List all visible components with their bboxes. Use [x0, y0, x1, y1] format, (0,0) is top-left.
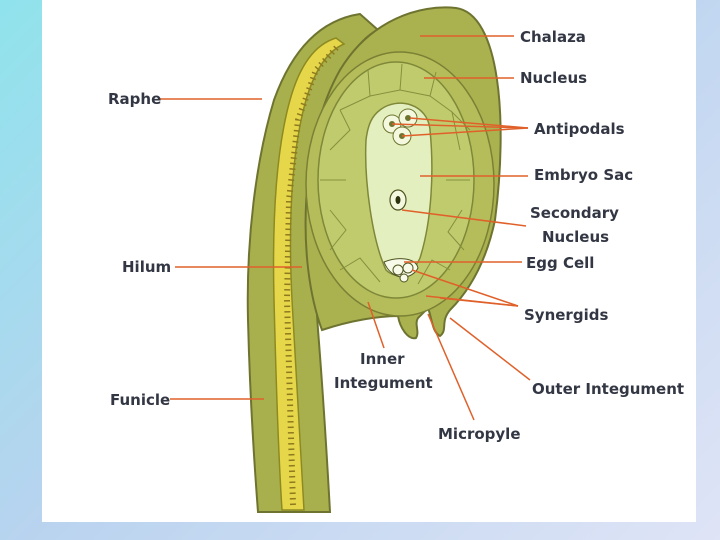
vascular-strand-texture: [283, 43, 341, 506]
label-secondary-line1: Secondary: [530, 204, 619, 222]
label-synergids: Synergids: [524, 306, 608, 324]
label-nucleus: Nucleus: [520, 69, 587, 87]
label-hilum: Hilum: [122, 258, 171, 276]
label-chalaza: Chalaza: [520, 28, 586, 46]
secondary-nucleus: [389, 189, 407, 211]
label-outer-integument: Outer Integument: [532, 380, 684, 398]
label-micropyle: Micropyle: [438, 425, 521, 443]
leader-lines: [160, 35, 531, 421]
label-funicle: Funicle: [110, 391, 170, 409]
egg-apparatus: [383, 258, 419, 283]
label-egg-cell: Egg Cell: [526, 254, 594, 272]
nucellus-cells: [320, 63, 471, 285]
label-inner-line2: Integument: [334, 374, 433, 392]
label-antipodals: Antipodals: [534, 120, 625, 138]
vascular-strand: [272, 37, 346, 511]
label-embryo-sac: Embryo Sac: [534, 166, 633, 184]
label-secondary-line2: Nucleus: [542, 228, 609, 246]
label-inner-line1: Inner: [360, 350, 405, 368]
label-raphe: Raphe: [108, 90, 161, 108]
